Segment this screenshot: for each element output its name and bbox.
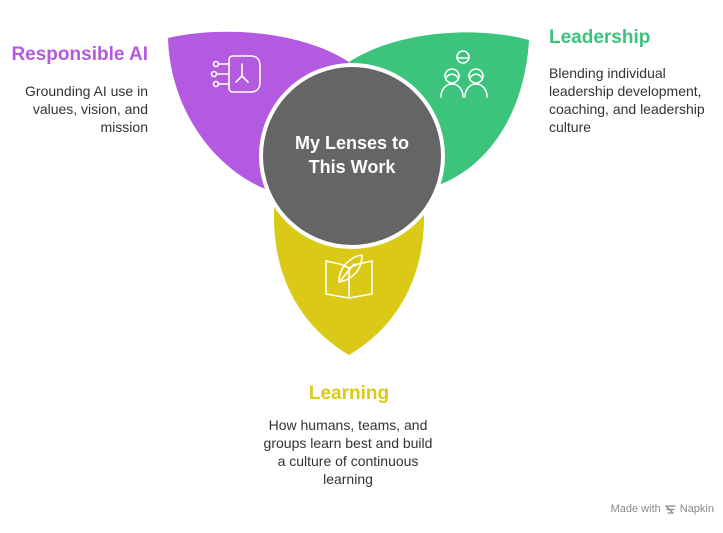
responsible-ai-title: Responsible AI	[11, 44, 148, 65]
leadership-title: Leadership	[549, 27, 651, 48]
center-label: My Lenses to This Work	[276, 131, 428, 179]
center-label-line1: My Lenses to	[294, 133, 410, 153]
center-label-line2: This Work	[308, 157, 396, 177]
napkin-footer[interactable]: Made with Napkin	[611, 503, 714, 515]
team-leader-icon	[440, 50, 488, 98]
learning-description: How humans, teams, and groups learn best…	[263, 417, 433, 487]
responsible-ai-description: Grounding AI use in values, vision, and …	[25, 83, 148, 135]
napkin-logo-icon	[665, 504, 676, 514]
learning-title: Learning	[308, 383, 390, 404]
petal-leadership	[349, 32, 529, 188]
center-circle	[259, 63, 445, 249]
leaf-book-icon	[325, 254, 373, 299]
made-with-label: Made with	[610, 503, 661, 515]
leadership-description: Blending individual leadership developme…	[549, 65, 705, 135]
napkin-brand-label: Napkin	[679, 503, 714, 515]
brain-circuit-icon	[210, 55, 261, 93]
